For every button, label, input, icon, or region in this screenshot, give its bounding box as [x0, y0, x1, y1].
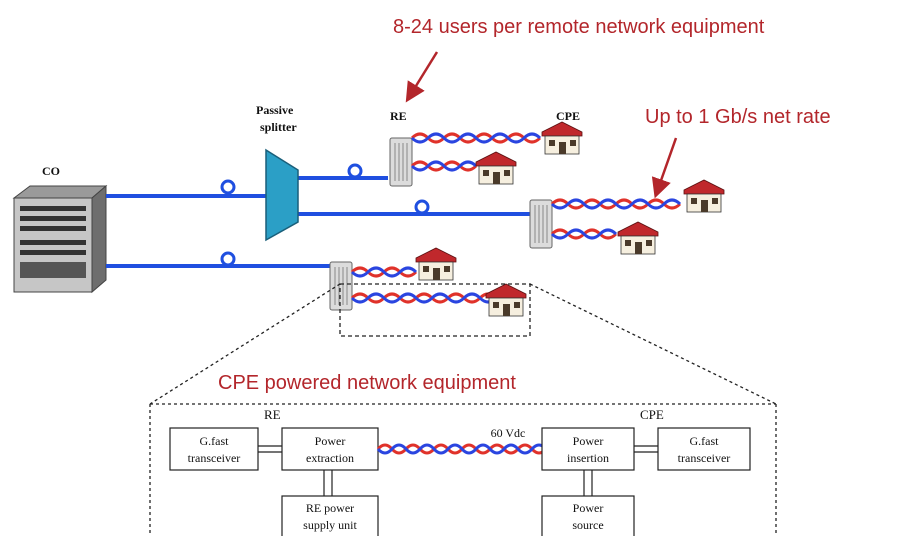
re-power-supply-line2: supply unit	[303, 518, 357, 532]
remote-equipment-icon-3	[329, 261, 353, 311]
zoom-line-left	[149, 283, 341, 405]
twisted-pair-lines	[350, 132, 682, 304]
highlight-box	[339, 283, 531, 337]
detail-re-label: RE	[264, 407, 281, 422]
remote-equipment-icon-2	[529, 199, 553, 249]
gfast-left-line2: transceiver	[188, 451, 241, 465]
voltage-label: 60 Vdc	[491, 426, 526, 440]
gfast-right-line1: G.fast	[690, 434, 720, 448]
splitter-label-line1: Passive	[256, 103, 294, 117]
users-per-re-arrow	[405, 51, 439, 103]
gfast-right-line2: transceiver	[678, 451, 731, 465]
power-extraction-box	[281, 427, 379, 471]
fiber-loops	[220, 163, 430, 267]
power-extraction-line2: extraction	[306, 451, 354, 465]
power-insertion-box	[541, 427, 635, 471]
house-icon-5	[415, 247, 457, 281]
gfast-transceiver-right	[657, 427, 751, 471]
house-icon-1	[541, 121, 583, 155]
zoom-line-right	[529, 283, 777, 405]
fiber-lines	[106, 176, 532, 268]
power-insertion-line1: Power	[573, 434, 604, 448]
detail-cpe-label: CPE	[640, 407, 664, 422]
central-office-rack-icon	[12, 184, 108, 294]
power-source-box	[541, 495, 635, 536]
house-icon-4	[617, 221, 659, 255]
splitter-label-line2: splitter	[260, 120, 297, 134]
users-per-re-annotation: 8-24 users per remote network equipment	[393, 16, 765, 38]
cpe-powered-annotation: CPE powered network equipment	[218, 372, 516, 394]
house-icon-6	[485, 283, 527, 317]
house-icon-3	[683, 179, 725, 213]
net-rate-annotation: Up to 1 Gb/s net rate	[645, 106, 831, 128]
twisted-pair-detail	[376, 443, 548, 455]
passive-splitter-icon	[265, 148, 299, 242]
power-extraction-line1: Power	[315, 434, 346, 448]
house-icon-2	[475, 151, 517, 185]
net-rate-arrow	[651, 137, 678, 199]
cpe-label: CPE	[556, 109, 580, 123]
power-insertion-line2: insertion	[567, 451, 609, 465]
re-power-supply-box	[281, 495, 379, 536]
co-label: CO	[42, 164, 60, 178]
gfast-left-line1: G.fast	[200, 434, 230, 448]
re-label: RE	[390, 109, 407, 123]
re-power-supply-line1: RE power	[306, 501, 354, 515]
gfast-transceiver-left	[169, 427, 259, 471]
remote-equipment-icon-1	[389, 137, 413, 187]
power-source-line2: source	[572, 518, 603, 532]
power-source-line1: Power	[573, 501, 604, 515]
